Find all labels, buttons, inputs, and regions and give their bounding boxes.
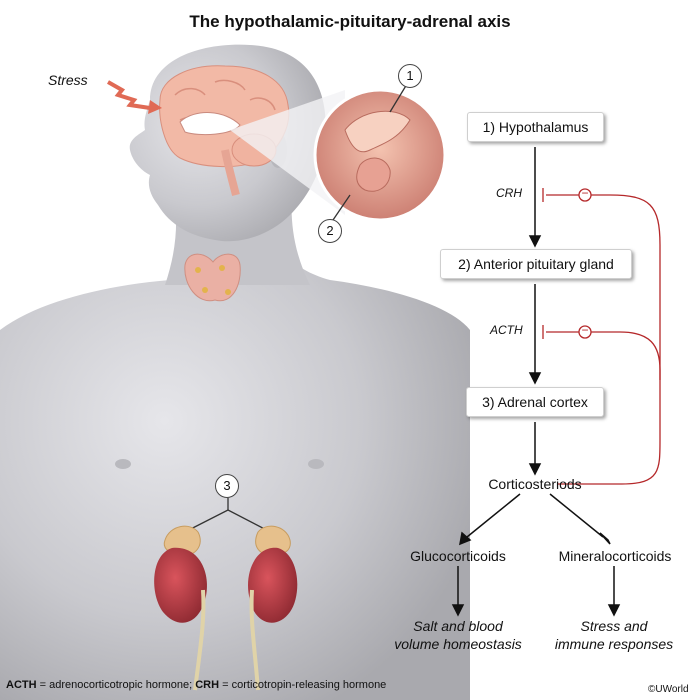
footer-acth-def: = adrenocorticotropic hormone;: [36, 679, 196, 691]
footer-acth-abbr: ACTH: [6, 679, 37, 691]
kidney-left: [154, 547, 207, 623]
node-pituitary: 2) Anterior pituitary gland: [440, 249, 632, 279]
footer-crh-abbr: CRH: [195, 679, 220, 691]
body-silhouette: [0, 235, 470, 700]
chest-right: [308, 459, 324, 469]
marker-3: 3: [215, 474, 239, 498]
outcome-left: Salt and blood volume homeostasis: [388, 617, 528, 653]
adrenal-right: [255, 525, 291, 556]
abbreviation-footer: ACTH = adrenocorticotropic hormone; CRH …: [6, 679, 386, 691]
footer-crh-def: = corticotropin-releasing hormone: [219, 679, 387, 691]
edge-label-crh: CRH: [496, 186, 522, 200]
node-glucocorticoids: Glucocorticoids: [410, 548, 506, 564]
brain-inner: [179, 112, 241, 136]
outcome-right-line-2: immune responses: [554, 636, 674, 652]
stress-label: Stress: [48, 72, 88, 88]
credit: ©UWorld: [648, 684, 689, 695]
thyroid: [184, 253, 241, 302]
outcome-left-line-2: volume homeostasis: [394, 636, 522, 652]
inhibition-symbol-acth: −: [581, 323, 589, 337]
node-hypothalamus: 1) Hypothalamus: [467, 112, 604, 142]
stress-arrow: [107, 80, 151, 110]
outcome-right: Stress and immune responses: [543, 617, 685, 653]
node-mineralocorticoids: Mineralocorticoids: [558, 548, 672, 564]
outcome-right-line-1: Stress and: [580, 618, 648, 634]
negative-feedback-loop: [542, 188, 661, 485]
outcome-left-line-1: Salt and blood: [413, 618, 503, 634]
node-corticosteriods: Corticosteriods: [488, 476, 582, 492]
kidney-right: [248, 547, 298, 623]
edge-label-acth: ACTH: [490, 323, 523, 337]
marker-1: 1: [398, 64, 422, 88]
inhibition-symbol-crh: −: [581, 186, 589, 200]
diagram-title: The hypothalamic-pituitary-adrenal axis: [189, 12, 511, 31]
marker-2: 2: [318, 219, 342, 243]
chest-left: [115, 459, 131, 469]
node-adrenal: 3) Adrenal cortex: [466, 387, 604, 417]
pituitary-zoom: [313, 88, 447, 222]
